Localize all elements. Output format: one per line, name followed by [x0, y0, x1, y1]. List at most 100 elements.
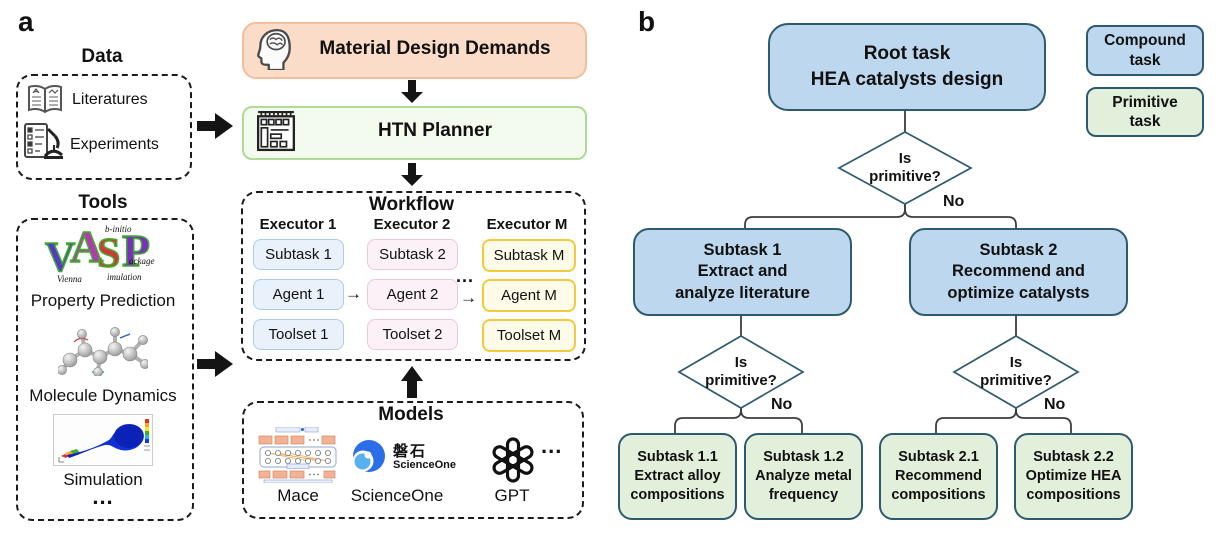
htn-planner-box	[242, 106, 587, 160]
diamond-root-line2: primitive?	[869, 168, 941, 185]
models-title: Models	[378, 404, 444, 425]
vasp-logo: V A S P b-initio ackage Vienna imulation	[44, 220, 157, 288]
diamond-subtask1-line2: primitive?	[705, 372, 777, 389]
diamond-subtask2-line1: Is	[1009, 354, 1023, 371]
root-task-line2: HEA catalysts design	[810, 69, 1004, 90]
diamond-subtask1-line1: Is	[734, 354, 748, 371]
simulation-image	[53, 414, 153, 466]
subtask-1-2-line2: Analyze metal	[755, 467, 852, 484]
executor-1-header: Executor 1	[259, 216, 337, 233]
subtask-2-1-line3: compositions	[891, 487, 986, 504]
subtask-2-line2: Recommend and	[952, 262, 1085, 281]
data-section-title: Data	[81, 46, 123, 67]
subtask-1-1-line1: Subtask 1.1	[637, 448, 718, 465]
model-label-scienceone: ScienceOne	[350, 486, 444, 505]
diamond-root	[837, 131, 973, 205]
tools-ellipsis: ...	[92, 484, 114, 509]
agent2-to-agentm-arrow: →	[460, 288, 477, 307]
mace-logo	[258, 427, 337, 483]
subtask-2-1-line1: Subtask 2.1	[898, 448, 979, 465]
diamond-subtask2-line2: primitive?	[980, 372, 1052, 389]
subtask-2-box: Subtask 2	[367, 239, 458, 270]
subtask-2-1-line2: Recommend	[894, 467, 983, 484]
toolset-2-box: Toolset 2	[367, 319, 458, 350]
subtask-m-box: Subtask M	[482, 239, 576, 272]
panel-a-label: a	[18, 6, 34, 37]
diamond-subtask1	[677, 335, 805, 409]
workflow-title: Workflow	[368, 194, 455, 215]
experiments-icon	[24, 123, 63, 159]
subtask-1-1-line2: Extract alloy	[634, 467, 721, 484]
model-label-mace: Mace	[277, 486, 319, 505]
vasp-letter-v: V	[44, 234, 76, 282]
block-arrows	[197, 80, 423, 398]
arrow-data-to-planner	[197, 113, 233, 139]
tree-edges	[674, 107, 1072, 434]
molecule-image	[58, 327, 148, 376]
tool-label-molecule-dynamics: Molecule Dynamics	[29, 386, 177, 405]
agent-m-box: Agent M	[482, 279, 576, 312]
subtask-2-node: Subtask 2 Recommend and optimize catalys…	[909, 228, 1128, 316]
planner-icon	[256, 111, 296, 152]
scienceone-logo-cn-text: 磐石	[393, 443, 428, 460]
subtask-2-2-line2: Optimize HEA	[1025, 467, 1122, 484]
subtask-1-line3: analyze literature	[675, 283, 810, 302]
subtask-1-2-node: Subtask 1.2 Analyze metal frequency	[744, 433, 863, 520]
subtask-1-box: Subtask 1	[253, 239, 344, 270]
subtask-2-2-line1: Subtask 2.2	[1033, 448, 1114, 465]
agent-2-box: Agent 2	[367, 279, 458, 310]
vasp-text-binitio: b-initio	[105, 224, 132, 234]
material-design-demands-label: Material Design Demands	[319, 37, 551, 59]
tools-section-title: Tools	[78, 192, 128, 213]
subtask-1-line1: Subtask 1	[703, 240, 782, 259]
subtask-1-line2: Extract and	[697, 262, 788, 281]
panel-b-label: b	[638, 6, 656, 37]
decision-diamonds	[677, 131, 1080, 409]
no-label-subtask2: No	[1044, 396, 1066, 413]
root-task-line1: Root task	[863, 43, 951, 65]
subtask-2-1-node: Subtask 2.1 Recommend compositions	[879, 433, 998, 520]
executor-m-header: Executor M	[486, 216, 568, 233]
subtask-1-node: Subtask 1 Extract and analyze literature	[633, 228, 852, 316]
legend-primitive-task: Primitive task	[1086, 87, 1204, 137]
root-task-node: Root task HEA catalysts design	[768, 23, 1046, 111]
vasp-letter-s: S	[96, 230, 121, 278]
executor-2-header: Executor 2	[373, 216, 451, 233]
tool-label-simulation: Simulation	[63, 470, 143, 489]
arrow-planner-to-workflow	[401, 163, 423, 186]
material-design-demands-box	[242, 22, 587, 79]
scienceone-logo-en-text: ScienceOne	[393, 459, 456, 471]
vasp-letter-p: P	[121, 224, 151, 277]
agent-1-box: Agent 1	[253, 279, 344, 310]
legend-compound-line2: task	[1129, 51, 1161, 69]
diamond-root-label: Is primitive?	[855, 146, 955, 190]
thinking-head-icon	[257, 28, 291, 70]
legend-primitive-line2: task	[1129, 113, 1161, 130]
model-label-gpt: GPT	[494, 486, 530, 505]
subtask-2-line3: optimize catalysts	[947, 283, 1090, 302]
legend-compound-line1: Compound	[1104, 32, 1186, 50]
subtask-2-line1: Subtask 2	[979, 240, 1058, 259]
vasp-text-ackage: ackage	[129, 256, 155, 266]
scienceone-logo	[352, 440, 385, 472]
diamond-subtask2-label: Is primitive?	[966, 350, 1066, 394]
subtask-2-2-line3: compositions	[1026, 487, 1121, 504]
legend-primitive-line1: Primitive	[1112, 93, 1178, 111]
subtask-1-1-line3: compositions	[630, 487, 725, 504]
arrow-demands-to-planner	[401, 80, 423, 103]
toolset-1-box: Toolset 1	[253, 319, 344, 350]
gpt-logo	[492, 437, 534, 483]
book-icon	[28, 84, 62, 114]
no-label-subtask1: No	[771, 396, 793, 413]
no-label-root: No	[943, 193, 965, 210]
arrow-models-to-workflow	[401, 366, 423, 398]
htn-planner-label: HTN Planner	[377, 120, 493, 141]
legend-compound-task: Compound task	[1086, 25, 1204, 76]
vasp-text-vienna: Vienna	[57, 274, 82, 284]
vasp-letter-a: A	[69, 220, 104, 273]
data-item-literatures: Literatures	[72, 91, 148, 108]
data-item-experiments: Experiments	[70, 136, 159, 153]
diamond-root-line1: Is	[898, 150, 912, 167]
